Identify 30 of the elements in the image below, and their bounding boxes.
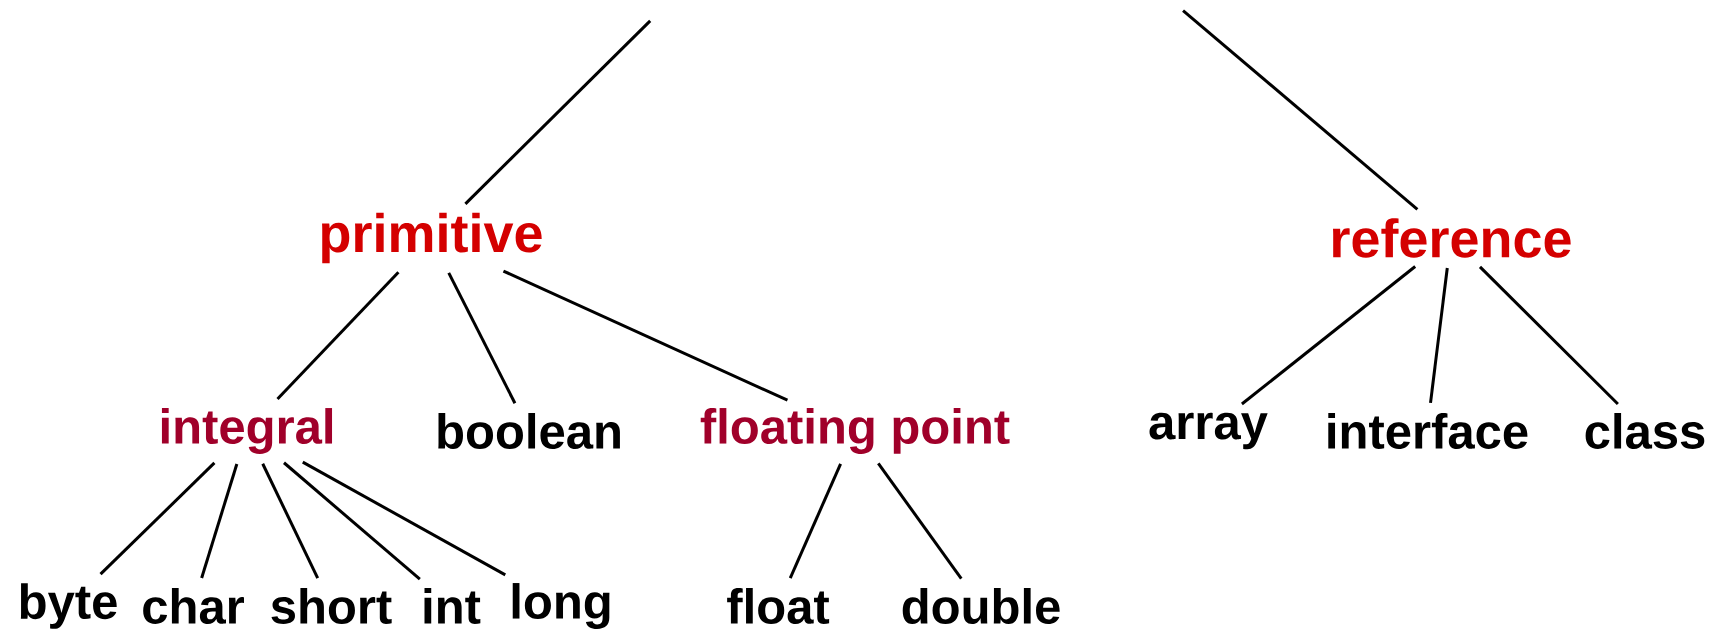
tree-line [788,463,842,579]
tree-line [261,463,320,579]
type-label: boolean [438,413,620,449]
tree-line [99,461,216,576]
tree-line [283,461,421,581]
tree-line [464,19,652,205]
category-label: primitive [322,212,542,264]
tree-line [1429,267,1449,403]
tree-line [1182,9,1419,211]
type-label: byte [20,583,117,629]
tree-line [447,272,517,404]
tree-line [276,271,400,400]
subcategory-label: integral [161,408,333,454]
tree-line [200,463,239,579]
subcategory-label: floating point [700,408,1010,454]
type-label: double [902,588,1060,624]
tree-line [877,462,963,580]
tree-line [1478,265,1619,406]
type-label: array [1149,412,1268,450]
type-label: float [727,588,830,624]
tree-line [1240,265,1417,406]
category-label: reference [1333,218,1571,258]
type-label: interface [1328,413,1528,449]
tree-line [502,269,789,402]
type-label: short [271,588,392,624]
type-label: long [512,583,610,629]
type-label: class [1585,413,1705,449]
type-label: int [424,588,481,624]
type-label: char [143,588,244,624]
tree-line [302,460,506,577]
